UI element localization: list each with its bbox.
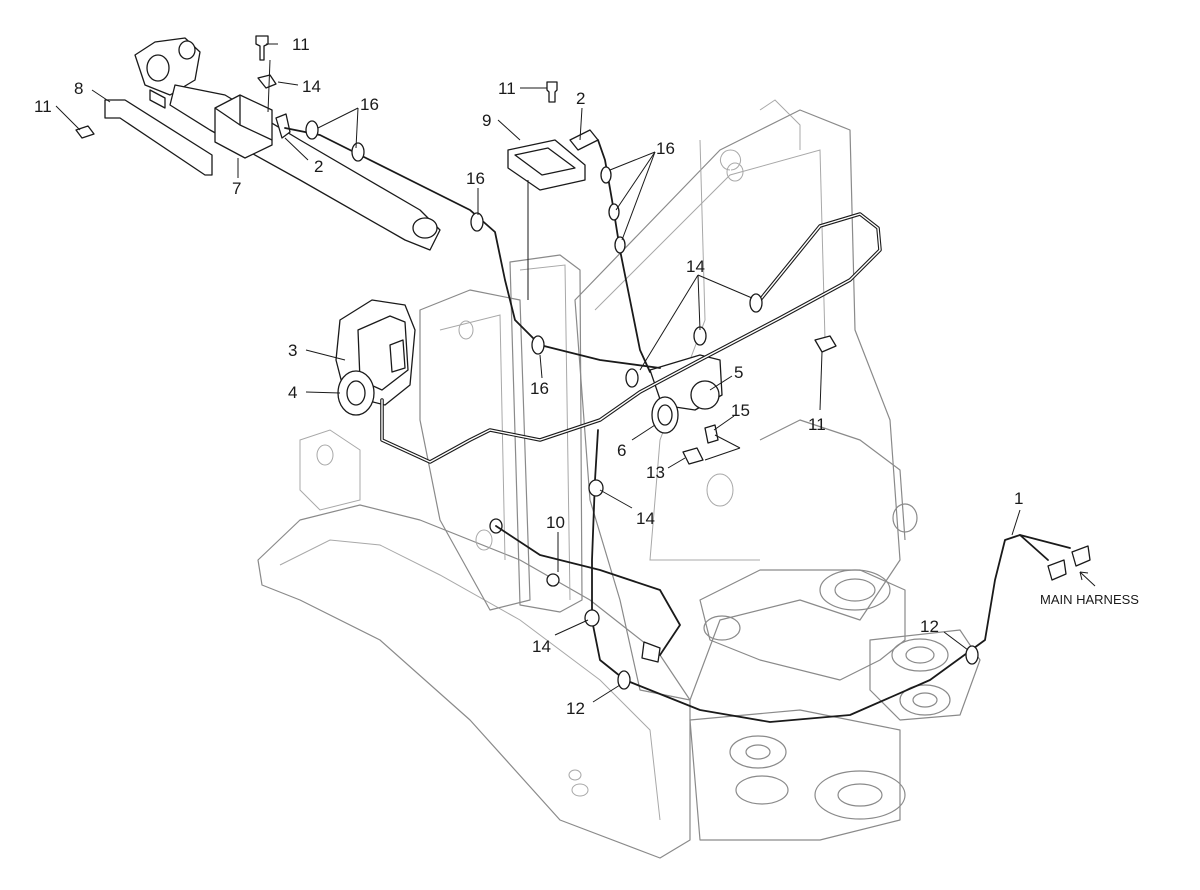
callout-14-lower: 14 <box>532 637 551 656</box>
leader-lines <box>55 43 1096 703</box>
bolt-11-top <box>255 35 269 61</box>
clip-15 <box>704 424 719 444</box>
wiring-harness <box>284 120 1071 723</box>
bolt-11-mid <box>546 81 558 103</box>
callout-11-top: 11 <box>292 35 310 54</box>
sensor-2-mid <box>569 129 599 151</box>
callout-7: 7 <box>232 179 241 198</box>
callout-12-right: 12 <box>920 617 939 636</box>
callout-16-left: 16 <box>360 95 379 114</box>
callout-16-post: 16 <box>530 379 549 398</box>
connector <box>641 641 661 663</box>
clamp-14-a <box>625 368 639 388</box>
clamp-16-a <box>305 120 319 140</box>
callout-2-mid: 2 <box>576 89 585 108</box>
callout-2-upper: 2 <box>314 157 323 176</box>
callout-11-mid: 11 <box>498 79 516 98</box>
clamp-12-a <box>617 670 631 690</box>
callout-13: 13 <box>646 463 665 482</box>
clamp-14-c <box>749 293 763 313</box>
callout-16-harness: 16 <box>656 139 675 158</box>
sensor-2-upper <box>275 113 291 139</box>
bolt-11-left <box>75 125 95 139</box>
bolt-11-right <box>814 335 837 353</box>
callout-11-left: 11 <box>34 97 52 116</box>
machine-frame <box>257 99 981 859</box>
callout-14-top: 14 <box>302 77 321 96</box>
clamp-16-b <box>351 142 365 162</box>
callout-15: 15 <box>731 401 750 420</box>
main-harness-label: MAIN HARNESS <box>1040 592 1139 607</box>
callout-3: 3 <box>288 341 297 360</box>
clamp-16-d <box>531 335 545 355</box>
callouts: 1 2 2 3 4 5 6 7 8 9 10 11 11 11 11 12 12… <box>34 35 1139 718</box>
parts-artwork <box>75 35 1091 663</box>
clamp-14-e <box>584 609 600 627</box>
clamp-16-e <box>600 166 612 184</box>
clamp-12-b <box>965 645 979 665</box>
clamp-16-c <box>470 212 484 232</box>
bracket-8 <box>104 99 213 176</box>
callout-4: 4 <box>288 383 297 402</box>
callout-6: 6 <box>617 441 626 460</box>
clip-14-top <box>257 74 277 89</box>
callout-11-right: 11 <box>808 415 826 434</box>
callout-5: 5 <box>734 363 743 382</box>
main-harness-connectors <box>1047 545 1091 581</box>
callout-12-lower: 12 <box>566 699 585 718</box>
clamp-14-d <box>588 479 604 497</box>
bolt-13 <box>682 447 704 465</box>
switch-box-7 <box>214 94 273 159</box>
lamp-assembly <box>649 354 723 434</box>
ring-4 <box>337 370 375 416</box>
callout-10: 10 <box>546 513 565 532</box>
callout-16-cyl: 16 <box>466 169 485 188</box>
clamp-16-g <box>614 236 626 254</box>
callout-8: 8 <box>74 79 83 98</box>
callout-14-mid: 14 <box>686 257 705 276</box>
callout-1: 1 <box>1014 489 1023 508</box>
bracket-9 <box>507 139 586 191</box>
clamp-16-f <box>608 203 620 221</box>
callout-9: 9 <box>482 111 491 130</box>
callout-14-right: 14 <box>636 509 655 528</box>
